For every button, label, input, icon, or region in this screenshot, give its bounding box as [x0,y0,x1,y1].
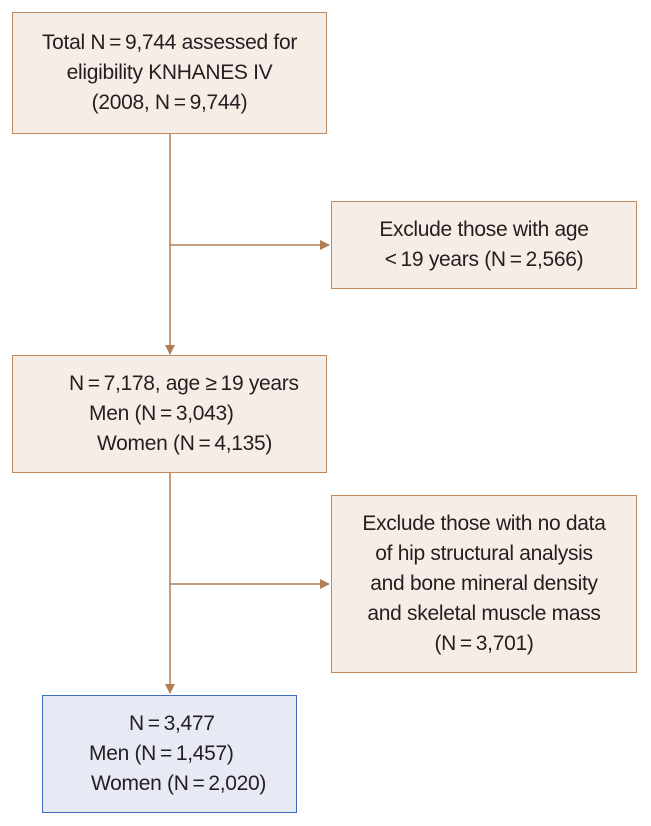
exclude-data-line-5: (N = 3,701) [434,632,534,655]
exclude-age-line-2: < 19 years (N = 2,566) [384,248,584,271]
exclude-data-line-4: and skeletal muscle mass [367,602,601,625]
total-line-3: (2008, N = 9,744) [91,91,248,114]
final-women-line: Women (N = 2,020) [91,772,267,795]
adults-box: N = 7,178, age ≥ 19 years Men (N = 3,043… [12,355,327,473]
exclude-age-line-1: Exclude those with age [379,218,589,241]
exclude-age-box: Exclude those with age < 19 years (N = 2… [331,201,637,289]
total-line-2: eligibility KNHANES IV [66,61,273,84]
total-assessed-box: Total N = 9,744 assessed for eligibility… [12,12,327,134]
exclude-missing-data-box: Exclude those with no data of hip struct… [331,495,637,673]
total-line-1: Total N = 9,744 assessed for [41,31,298,54]
final-sample-box: N = 3,477 Men (N = 1,457) Women (N = 2,0… [42,695,297,813]
adults-line-1: N = 7,178, age ≥ 19 years [69,372,299,395]
adults-women-line: Women (N = 4,135) [97,432,273,455]
exclude-data-line-2: of hip structural analysis [375,542,593,565]
exclude-data-line-1: Exclude those with no data [362,512,606,535]
final-men-line: Men (N = 1,457) [89,742,234,765]
exclude-data-line-3: and bone mineral density [370,572,598,595]
adults-men-line: Men (N = 3,043) [89,402,234,425]
final-total-line: N = 3,477 [129,712,215,735]
